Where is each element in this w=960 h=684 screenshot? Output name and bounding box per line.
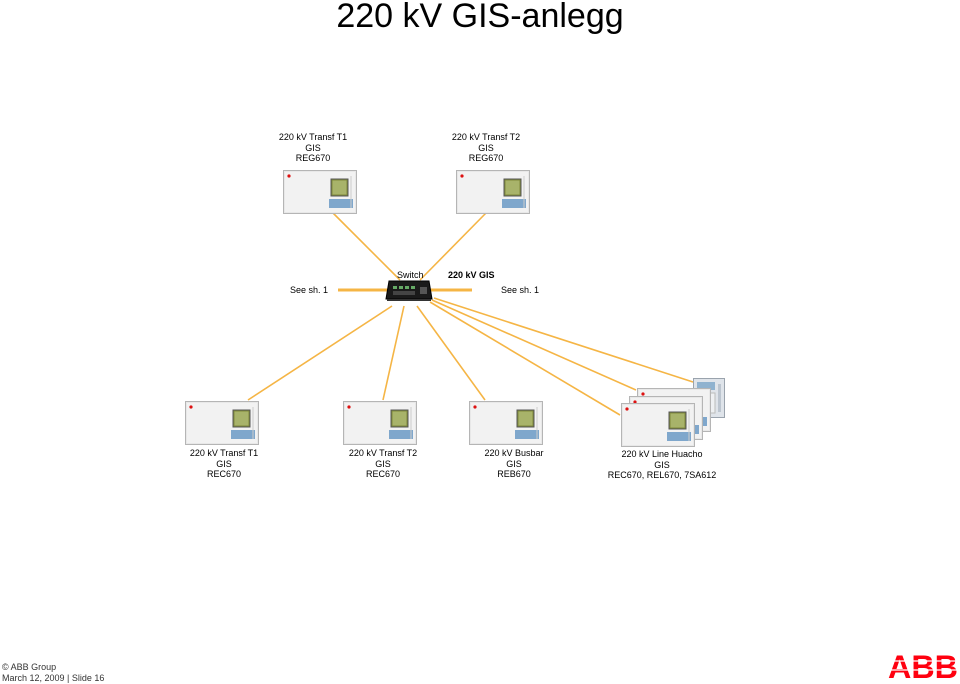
left-sheet-ref: See sh. 1 bbox=[290, 285, 329, 295]
abb-logo: ABB bbox=[888, 651, 958, 681]
link-bottom-t1 bbox=[247, 305, 393, 401]
link-line-1 bbox=[429, 301, 621, 416]
footer: © ABB Group March 12, 2009 | Slide 16 bbox=[2, 662, 104, 683]
relay-device-bottom-busbar bbox=[469, 401, 543, 445]
link-top-t1 bbox=[332, 212, 401, 281]
link-bottom-t2 bbox=[382, 305, 405, 401]
network-switch-icon bbox=[385, 280, 433, 301]
relay-device-line-rec670 bbox=[621, 403, 695, 447]
svg-text:ABB: ABB bbox=[888, 651, 958, 681]
page-title: 220 kV GIS-anlegg bbox=[336, 0, 624, 35]
right-sheet-ref: See sh. 1 bbox=[501, 285, 540, 295]
switch-label: Switch bbox=[397, 270, 424, 280]
relay-device-bottom-t2 bbox=[343, 401, 417, 445]
relay-device-top-t2 bbox=[456, 170, 530, 214]
footer-copyright: © ABB Group bbox=[2, 662, 57, 672]
link-line-2 bbox=[431, 299, 637, 391]
link-top-t2 bbox=[419, 212, 487, 281]
bus-label: 220 kV GIS bbox=[448, 270, 495, 280]
link-line-3 bbox=[433, 297, 694, 383]
link-bottom-busbar bbox=[416, 305, 486, 401]
relay-device-bottom-t1 bbox=[185, 401, 259, 445]
relay-device-top-t1 bbox=[283, 170, 357, 214]
footer-date-slide: March 12, 2009 | Slide 16 bbox=[2, 672, 105, 683]
